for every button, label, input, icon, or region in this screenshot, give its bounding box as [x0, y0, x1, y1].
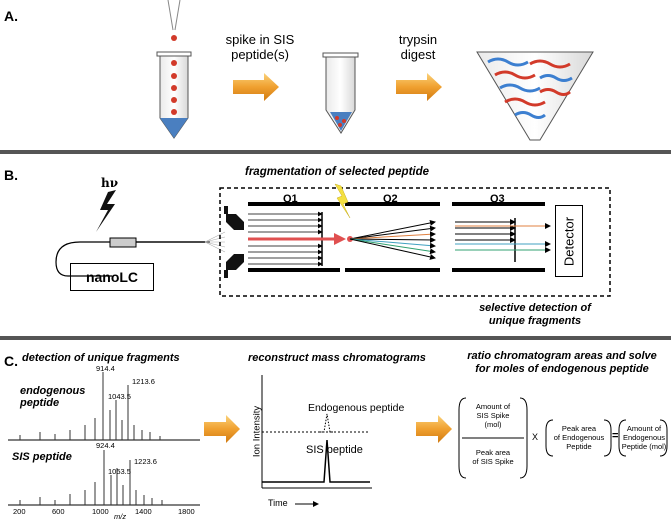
eq-result: Amount of Endogenous Peptide (mol): [619, 424, 669, 451]
eq-amount-sis: Amount of SIS Spike (mol): [462, 402, 524, 429]
digest-vessel-icon: [476, 51, 594, 141]
eq-equals: =: [612, 430, 619, 442]
tube-1-icon: [156, 51, 192, 139]
eq-amount-sis-1: Amount of: [475, 402, 511, 411]
xtick-5: 1800: [178, 507, 195, 516]
ratio-label: ratio chromatogram areas and solve for m…: [462, 350, 662, 376]
ion-inlet-icon: [224, 206, 244, 278]
step-digest-line1: trypsin: [398, 32, 438, 47]
step-digest-label: trypsin digest: [378, 32, 458, 62]
peak-sis-2: 1053.5: [108, 467, 131, 476]
divider-2: [0, 336, 671, 340]
eq-peak-sis: Peak area of SIS Spike: [462, 448, 524, 466]
q2-label: Q2: [383, 193, 398, 205]
selective-detection-label: selective detection of unique fragments: [465, 302, 605, 328]
peak-sis-3: 1223.6: [134, 457, 157, 466]
panel-c-label: C.: [4, 353, 18, 369]
sis-peptide-label: SIS peptide: [12, 451, 72, 463]
q3-ion-paths: [455, 218, 551, 262]
q2-fragment-paths: [349, 220, 436, 260]
endogenous-chrom-label: Endogenous peptide: [308, 402, 405, 414]
nanolc-label: nanoLC: [85, 269, 139, 285]
ratio-line1: ratio chromatogram areas and solve: [467, 350, 657, 362]
sis-chrom-label: SIS peptide: [306, 444, 363, 456]
xtick-3: 1000: [92, 507, 109, 516]
eq-result-3: Peptide (mol): [621, 442, 667, 451]
eq-times: X: [532, 432, 539, 442]
step-spike-line1: spike in SIS: [225, 32, 295, 47]
mass-spec-enclosure: [219, 187, 611, 297]
nanolc-box: nanoLC: [70, 263, 154, 291]
eq-peak-sis-2: of SIS Spike: [472, 457, 514, 466]
eq-result-2: Endogenous: [622, 433, 666, 442]
selective-line1: selective detection of: [479, 302, 591, 314]
chromatogram-axes: [261, 375, 372, 507]
eq-amount-sis-3: (mol): [484, 420, 502, 429]
sis-spectrum: [8, 450, 200, 506]
voltage-bolt-icon: [96, 190, 116, 232]
selective-line2: unique fragments: [488, 315, 582, 327]
detector-box: Detector: [555, 205, 583, 277]
lc-tubing: [55, 241, 205, 277]
panel-a-label: A.: [4, 8, 18, 24]
fragmentation-bolt-icon: [334, 183, 351, 219]
eq-peak-endo: Peak area of Endogenous Peptide: [548, 424, 610, 451]
endogenous-spectrum: [8, 372, 200, 441]
xtick-1: 200: [13, 507, 26, 516]
process-arrow-3: [204, 415, 240, 443]
step-spike-label: spike in SIS peptide(s): [205, 32, 315, 62]
panel-b-label: B.: [4, 167, 18, 183]
detector-label: Detector: [561, 216, 577, 267]
electrospray-plume: [204, 231, 226, 253]
q3-label: Q3: [490, 193, 505, 205]
pipette-tip-icon: [167, 0, 181, 41]
detection-label: detection of unique fragments: [22, 352, 180, 364]
endogenous-peptide-label: endogenous peptide: [20, 385, 85, 409]
divider-1: [0, 150, 671, 154]
xtick-4: 1400: [135, 507, 152, 516]
peak-endo-3: 1213.6: [132, 377, 155, 386]
mz-label: m/z: [114, 512, 127, 521]
eq-peak-endo-3: Peptide: [566, 442, 592, 451]
peak-endo-2: 1043.5: [108, 392, 131, 401]
ion-intensity-label: Ion Intensity: [251, 405, 263, 458]
endogenous-line2: peptide: [20, 397, 60, 409]
eq-peak-sis-1: Peak area: [475, 448, 511, 457]
eq-result-1: Amount of: [626, 424, 662, 433]
reconstruct-label: reconstruct mass chromatograms: [248, 352, 426, 364]
xtick-2: 600: [52, 507, 65, 516]
peak-endo-1: 914.4: [96, 364, 115, 373]
time-label: Time: [268, 498, 288, 508]
fragmentation-label: fragmentation of selected peptide: [245, 166, 430, 178]
ratio-line2: for moles of endogenous peptide: [475, 363, 649, 375]
equation-brackets: [458, 397, 668, 479]
step-spike-line2: peptide(s): [231, 47, 289, 62]
eq-peak-endo-1: Peak area: [561, 424, 597, 433]
process-arrow-4: [416, 415, 452, 443]
endogenous-line1: endogenous: [20, 385, 86, 397]
fitting-icon: [109, 237, 137, 248]
step-digest-line2: digest: [400, 47, 436, 62]
peak-sis-1: 924.4: [96, 441, 115, 450]
hv-label: hν: [101, 176, 119, 190]
process-arrow-2: [396, 73, 442, 101]
eq-peak-endo-2: of Endogenous: [553, 433, 605, 442]
eq-amount-sis-2: SIS Spike: [476, 411, 510, 420]
tube-2-icon: [322, 52, 359, 134]
q1-label: Q1: [283, 193, 298, 205]
process-arrow-1: [233, 73, 279, 101]
